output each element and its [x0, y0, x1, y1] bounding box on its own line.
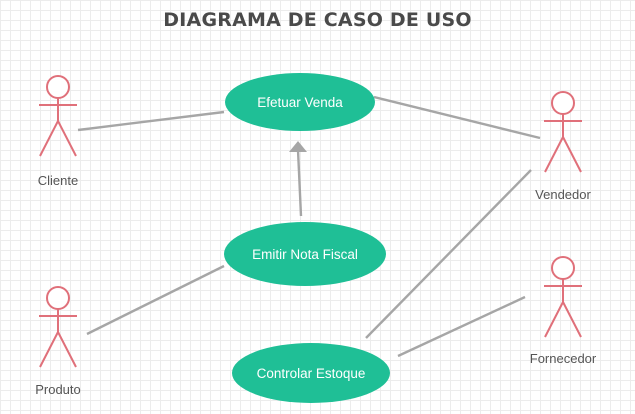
generalization-arrowhead	[289, 141, 307, 152]
use-case-controlar-estoque[interactable]: Controlar Estoque	[232, 343, 390, 403]
use-case-emitir-nota-fiscal[interactable]: Emitir Nota Fiscal	[224, 222, 386, 286]
actor-label-fornecedor: Fornecedor	[530, 351, 597, 366]
use-case-efetuar-venda[interactable]: Efetuar Venda	[225, 73, 375, 131]
use-case-efetuar-venda-label: Efetuar Venda	[257, 95, 343, 110]
connectors	[77, 95, 541, 358]
actor-label-cliente: Cliente	[38, 173, 78, 188]
actor-head-icon	[46, 75, 70, 99]
assoc-fornecedor-controlar-estoque	[397, 295, 526, 358]
actor-head-icon	[551, 256, 575, 280]
diagram-title: DIAGRAMA DE CASO DE USO	[163, 9, 472, 31]
generalization-emitir-efetuar	[296, 149, 303, 217]
actor-vendedor[interactable]	[544, 91, 582, 173]
actor-label-vendedor: Vendedor	[535, 187, 591, 202]
assoc-produto-emitir-nota	[86, 264, 225, 336]
actor-head-icon	[551, 91, 575, 115]
actor-head-icon	[46, 286, 70, 310]
actor-cliente[interactable]	[39, 75, 77, 157]
actor-produto[interactable]	[39, 286, 77, 368]
assoc-cliente-efetuar-venda	[77, 110, 225, 132]
assoc-vendedor-efetuar-venda	[373, 95, 541, 140]
actor-fornecedor[interactable]	[544, 256, 582, 338]
use-case-controlar-estoque-label: Controlar Estoque	[257, 366, 366, 381]
use-case-emitir-nota-fiscal-label: Emitir Nota Fiscal	[252, 247, 358, 262]
actor-label-produto: Produto	[35, 382, 81, 397]
assoc-vendedor-controlar-estoque	[365, 169, 532, 339]
